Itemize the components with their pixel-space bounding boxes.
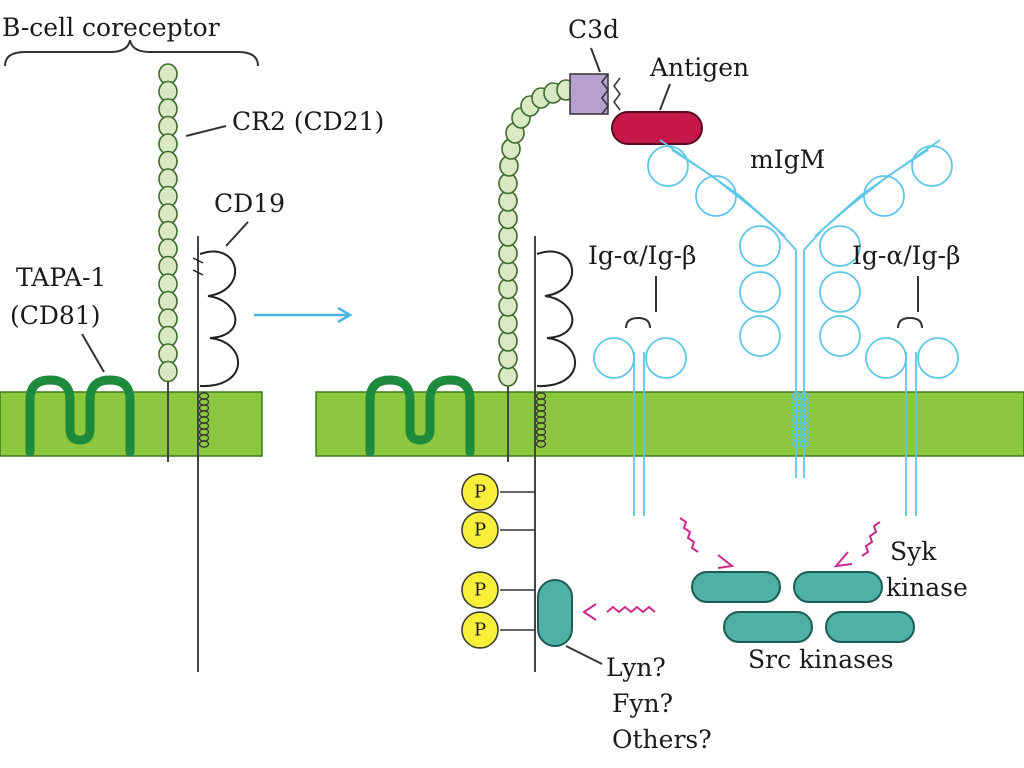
ig-right-label: Ig-α/Ig-β [852,241,960,270]
phospho-group-4: P [461,611,535,649]
coreceptor-bracket [4,39,259,67]
migm-receptor [647,139,953,478]
c3d-label: C3d [568,15,619,44]
ig-left-bracket [625,316,651,329]
cd19-label: CD19 [214,189,285,218]
tapa1-left [25,375,135,457]
ig-left-label: Ig-α/Ig-β [588,241,696,270]
cr2-chain-left [158,63,178,383]
phospho-label-1: P [474,482,486,503]
cd19-transmembrane-coil-right [535,392,547,448]
signal-arrow-syk-right [861,521,881,557]
ig-alpha-beta-left [593,337,687,516]
phospho-group-1: P [461,473,535,511]
migm-transmembrane-coil [791,392,810,448]
src-kinase-right [825,611,915,643]
signal-arrow-syk-left-head [717,554,735,569]
coreceptor-label: B-cell coreceptor [2,13,220,42]
coil-turn [198,440,210,448]
antigen-pointer [659,83,671,111]
cr2-bead [158,360,178,383]
cr2-label: CR2 (CD21) [232,107,384,136]
phospho-group-2: P [461,511,535,549]
cd19-domains-left [199,250,239,388]
coil-turn [798,440,810,448]
ig-right-bracket [897,316,923,329]
coil-turn [535,440,547,448]
lyn-label: Lyn? [606,653,666,682]
cd19-pointer [225,221,249,247]
antigen [611,111,703,145]
cr2-pointer [185,125,227,137]
lyn-kinase [537,579,573,647]
c3d-pointer [590,47,601,73]
phospho-label-2: P [474,520,486,541]
cr2-chain-right [498,79,576,387]
transition-arrow-head [337,306,353,324]
cd19-domains-right [536,250,576,388]
phospho-label-4: P [474,620,486,641]
tapa1-label-line1: TAPA-1 [16,263,106,292]
others-label: Others? [612,725,712,754]
syk-kinase-left [691,571,781,603]
fyn-label: Fyn? [612,689,673,718]
tapa1-pointer [81,333,105,373]
signal-arrow-lyn-head [582,603,597,621]
antigen-label: Antigen [649,53,749,82]
signal-arrow-lyn [606,605,656,614]
coil-turn [791,440,803,448]
phospho-label-3: P [474,580,486,601]
signal-arrow-syk-right-head [833,551,853,568]
lyn-pointer [565,645,603,665]
phospho-group-3: P [461,571,535,609]
c3d-zigzag-left [613,77,621,111]
membrane-right [315,391,1024,457]
tapa1-right [365,375,475,457]
src-kinase-left [723,611,813,643]
cd19-hinge-left-top [192,257,204,276]
signal-arrow-syk-left [679,517,699,553]
syk-label-line1: Syk [890,537,937,566]
c3d [569,73,609,115]
ig-alpha-beta-right [865,337,959,516]
c3d-zigzag [601,73,609,115]
syk-kinase-right [793,571,883,603]
syk-label-line2: kinase [886,573,968,602]
migm-label: mIgM [750,145,825,174]
src-label: Src kinases [748,645,894,674]
cd19-transmembrane-coil-left [198,392,210,448]
tapa1-label-line2: (CD81) [10,301,101,330]
